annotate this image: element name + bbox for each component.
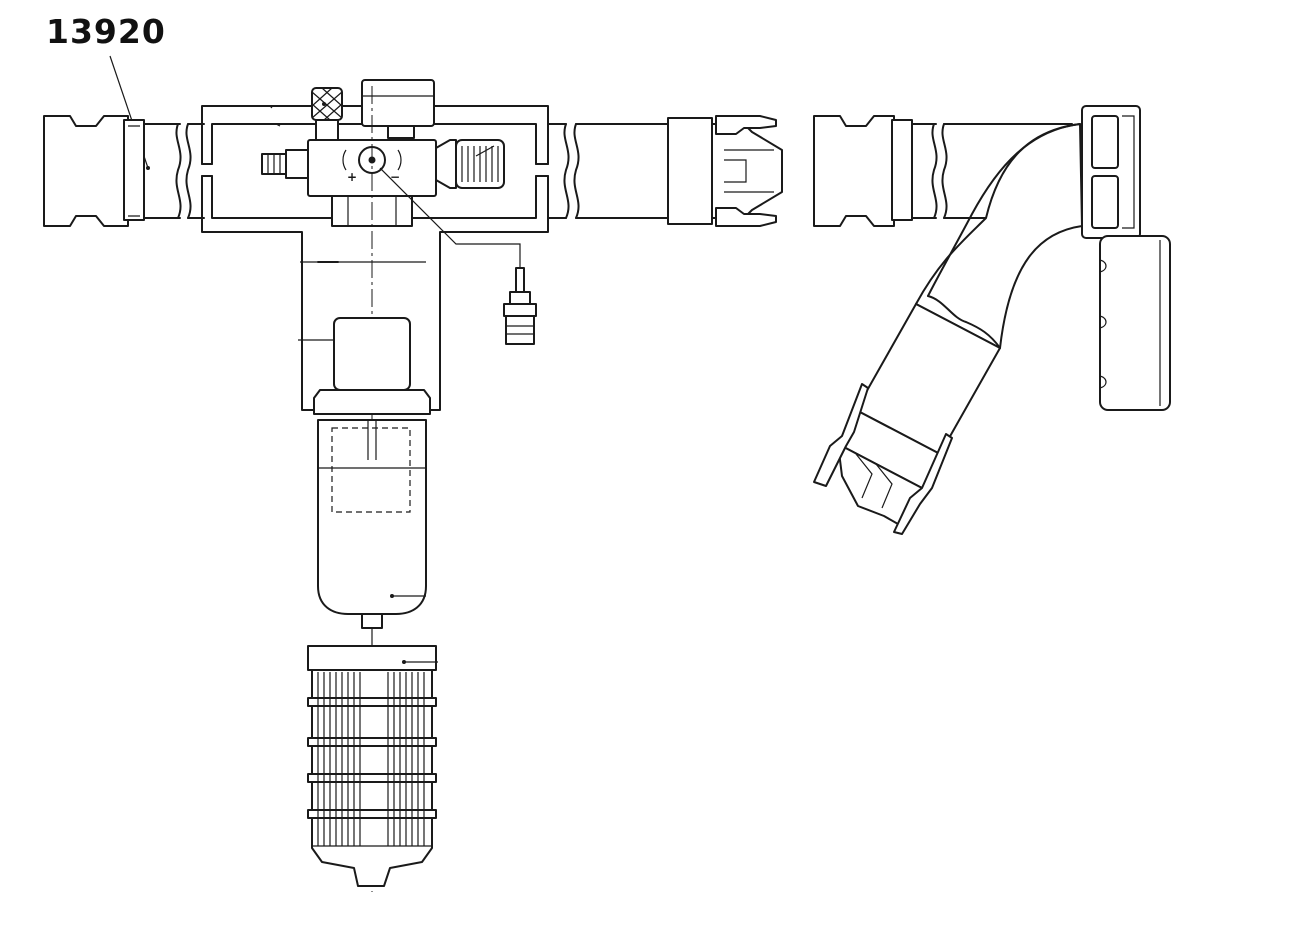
right-quick-coupler [435,139,505,189]
right-cam-coupler-female [667,115,783,227]
elbow-hose [915,123,1083,349]
pressure-gauge [361,79,435,139]
plus-marking: + [347,170,357,184]
minus-marking: − [390,170,400,184]
adjusting-knob [311,87,343,141]
left-threaded-nipple [261,149,309,179]
filter-bowl [313,317,431,629]
control-box [1099,235,1171,411]
right-assembly-hose-section [911,123,1073,219]
angled-cam-coupler [813,383,953,535]
left-hose-coupling [43,115,145,227]
sensor-cable-connector [379,167,537,345]
right-hose-section [547,123,669,219]
part-number-label: 13920 [46,12,166,51]
left-hose-section [143,123,205,219]
mounting-bracket [1081,105,1141,239]
right-assembly-hose-coupling [813,115,913,227]
suction-strainer [307,628,438,887]
